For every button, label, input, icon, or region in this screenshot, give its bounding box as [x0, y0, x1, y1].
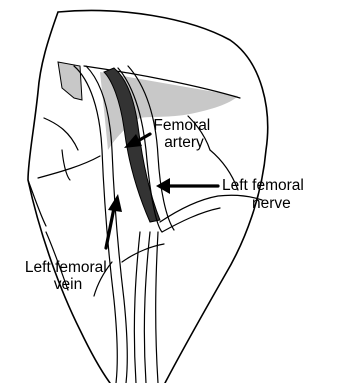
femoral-nerve-branch-lower — [162, 208, 220, 232]
label-left-femoral-nerve-line2: nerve — [252, 195, 291, 212]
label-left-femoral-nerve: Left femoral nerve — [222, 177, 308, 212]
label-femoral-artery-line1: Femoral — [153, 117, 210, 134]
femoral-nerve-branch — [160, 195, 262, 222]
label-left-femoral-vein: Left femoral vein — [25, 259, 111, 293]
branch-left-upper — [44, 118, 78, 150]
label-femoral-artery-line2: artery — [164, 134, 204, 151]
label-left-femoral-nerve-line1: Left femoral — [222, 177, 304, 194]
label-left-femoral-vein-line1: Left femoral — [25, 259, 107, 276]
branch-left-2 — [62, 150, 70, 180]
bundle-lower-1 — [134, 232, 140, 383]
label-femoral-artery: Femoral artery — [153, 117, 214, 151]
arrow-left-femoral-nerve-head — [156, 178, 170, 194]
bundle-lower-2 — [144, 232, 150, 383]
bundle-lower-3 — [156, 232, 158, 383]
shaded-tissue-left — [58, 62, 82, 100]
branch-left-1 — [38, 156, 100, 178]
label-left-femoral-vein-line2: vein — [54, 276, 82, 293]
